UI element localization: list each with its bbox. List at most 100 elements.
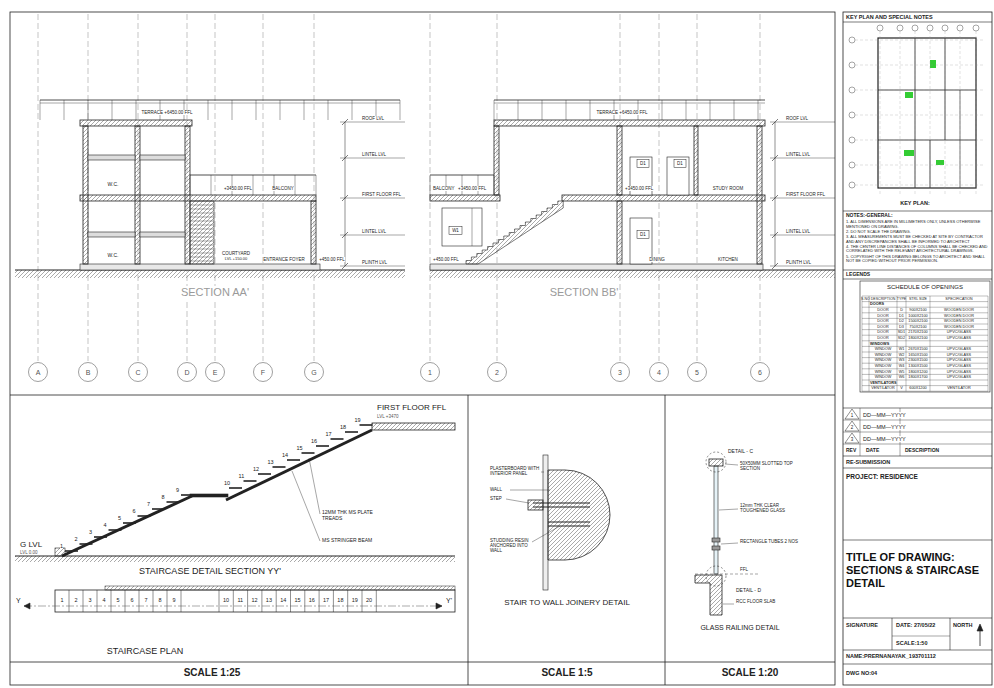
key-plan-grid [900, 31, 901, 196]
step-number: 17 [326, 431, 332, 437]
railing-post [662, 100, 663, 120]
table-cell: W5 [899, 370, 905, 374]
grid-line [215, 14, 216, 361]
railing-post [494, 100, 495, 120]
tread-number: 14 [280, 597, 286, 603]
detail-title: GLASS RAILING DETAIL [700, 624, 779, 632]
drawing-label: 12MM THK MS PLATE TREADS [322, 510, 384, 522]
bubble-circle [129, 363, 148, 382]
table-rule [862, 380, 988, 381]
landing-plate [190, 494, 228, 497]
tread-number: 20 [366, 597, 372, 603]
tread-number: 8 [158, 597, 161, 603]
table-rule [862, 374, 988, 375]
level-line [770, 158, 835, 159]
table-cell: DESCRIPTION [871, 297, 896, 301]
north-arrow [980, 630, 981, 646]
key-plan-grid [855, 65, 984, 66]
table-cell: D3 [899, 325, 904, 329]
tread-number: 13 [266, 597, 272, 603]
drawing-label: DATE [866, 448, 879, 454]
level-line [340, 122, 405, 123]
title-block-rule [843, 456, 992, 457]
railing-post [136, 100, 137, 120]
railing-post [295, 175, 296, 195]
title-block-rule [843, 650, 992, 651]
key-plan-grid-bubble [849, 162, 855, 168]
tread-number: 16 [309, 597, 315, 603]
plasterboard [543, 455, 548, 590]
tread-line [97, 590, 98, 612]
stair-step [190, 233, 214, 234]
key-plan-highlight [905, 92, 913, 98]
drawing-label: LINTEL LVL [362, 152, 386, 157]
tread-line [304, 590, 305, 612]
railing-post [430, 175, 431, 195]
drawing-label: +450.00 FFL [433, 257, 459, 262]
step-number: 7 [147, 501, 150, 507]
drawing-label: DATE: 27/05/22 [896, 622, 935, 628]
revision-number: 2 [851, 425, 854, 430]
revision-date: DD—MM—YYYY [863, 436, 906, 442]
floor-slab [80, 195, 316, 201]
leader-line [532, 526, 560, 542]
title-block-rule [843, 444, 992, 445]
title-block-rule [843, 22, 992, 23]
railing-post [64, 100, 65, 120]
table-cell: UPVC/GLASS [947, 347, 971, 351]
table-rule [862, 363, 988, 364]
glass-panel [714, 466, 718, 574]
grid-label: 5 [695, 369, 699, 376]
grid-bubble: B [78, 362, 98, 382]
bubble-circle [178, 363, 197, 382]
table-rule [862, 329, 988, 330]
step-number: 6 [133, 508, 136, 514]
key-plan-grid [976, 31, 977, 196]
grid-label: F [261, 369, 265, 376]
level-line [770, 266, 835, 267]
key-plan-grid [855, 40, 984, 41]
drawing-label: PLASTERBOARD WITH INTERIOR PANEL [490, 466, 540, 476]
leader-line [719, 509, 738, 510]
drawing-label: LEGENDS [846, 272, 870, 278]
tread-line [347, 590, 348, 612]
drawing-label: STUDDING RESIN ANCHORED INTO WALL [490, 538, 530, 554]
drawing-label: KEY PLAN: [900, 200, 930, 206]
lintel [88, 232, 135, 237]
title-block-rule [950, 618, 951, 650]
tread-number: 3 [88, 597, 91, 603]
key-plan-grid-bubble [849, 182, 855, 188]
table-cell: UPVC/GLASS [947, 370, 971, 374]
staircase-section [466, 201, 563, 264]
grid-bubble: A [28, 362, 48, 382]
stair-step [190, 213, 214, 214]
section-mark: Y [16, 597, 21, 605]
step-number: 1 [60, 543, 63, 549]
key-plan-highlight [904, 150, 914, 156]
key-plan-highlight [936, 160, 944, 165]
railing-post [274, 175, 275, 195]
drawing-label: DETAIL - C [728, 449, 753, 455]
title-block-rule [860, 408, 861, 456]
railing-post [710, 100, 711, 120]
drawing-label: TERRACE +6450.00 FFL [142, 110, 193, 115]
window-tag [449, 227, 462, 235]
title-block-rule [843, 420, 992, 421]
floor-slab [430, 195, 500, 201]
drawing-label: W.C. [108, 182, 119, 188]
table-cell: SD2 [898, 336, 905, 340]
stair-step [190, 237, 214, 238]
key-plan-grid-bubble [849, 62, 855, 68]
drawing-label: LVL 0.00 [20, 550, 38, 555]
stud-anchor [533, 506, 590, 507]
tread-plate [345, 431, 358, 433]
railing-post [518, 100, 519, 120]
level-tick [342, 155, 348, 161]
drawing-label: LINTEL LVL [786, 229, 810, 234]
ground-line [15, 556, 455, 557]
table-rule [862, 312, 988, 313]
key-plan-highlight [930, 60, 936, 68]
level-dimension [775, 122, 776, 266]
table-rule [862, 340, 988, 341]
window-mullion [472, 208, 473, 246]
